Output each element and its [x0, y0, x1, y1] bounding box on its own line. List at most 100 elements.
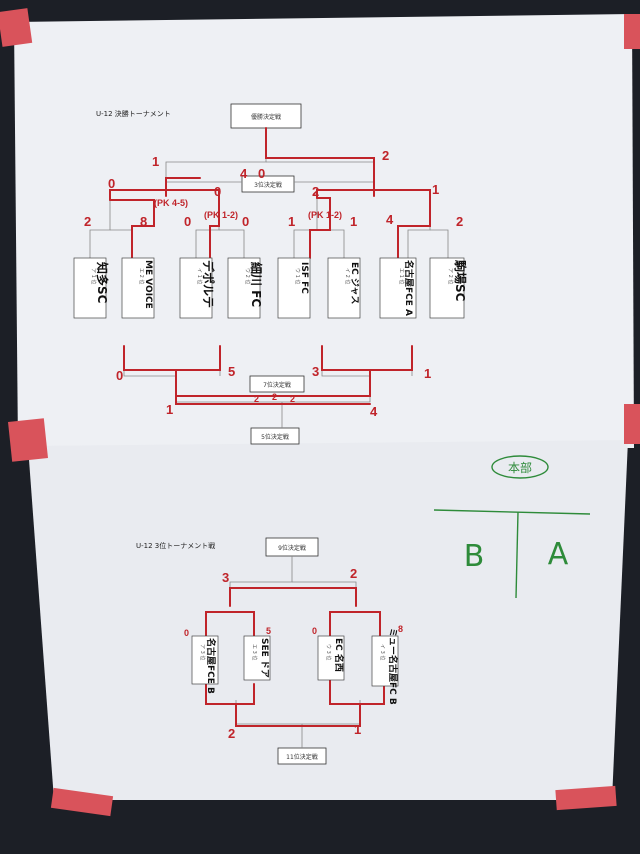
final-extra-score: 4: [240, 166, 248, 181]
final-score-right: 2: [382, 148, 389, 163]
team-name-6: EC ジャス: [349, 262, 360, 304]
r1-score-7: 4: [386, 212, 394, 227]
board-header: 本部: [508, 460, 532, 475]
tape-bottom-right: [555, 785, 617, 811]
board-left: B: [464, 539, 485, 574]
lower-lower-score-left: 2: [228, 726, 235, 741]
sheet2-title: U-12 3位トーナメント戦: [136, 541, 215, 550]
team-box-3: [179, 257, 213, 319]
board-hline: [433, 509, 591, 515]
tape-mid-right: [624, 404, 640, 444]
handwritten-bracket-upper: [109, 127, 431, 405]
seventh-scores: 2 2 2: [254, 392, 295, 404]
tape-top-left: [0, 8, 33, 47]
lower-upper-score-right: 2: [350, 566, 357, 581]
pk-note-2: (PK 1-2): [204, 210, 238, 220]
semi-score-3: 0: [258, 166, 265, 181]
lower-seed-3: ウ 3 位: [325, 644, 332, 660]
seventh-score-1: 2: [254, 394, 259, 404]
seed-8: ア 2 位: [447, 268, 454, 284]
board-vline: [515, 511, 519, 599]
r1-score-2: 8: [140, 214, 147, 229]
lower-team-names: 名古屋FCE B SEE ドア EC 名西 ミュー名古屋FC B: [205, 628, 399, 705]
champion-box: [230, 103, 302, 129]
lower-score-1: 0: [116, 368, 123, 383]
seed-6: イ 2 位: [344, 268, 351, 284]
upper-round1-scores: 2 8 0 0 1 1 4 2: [84, 212, 463, 229]
lower-score-2: 5: [228, 364, 235, 379]
fifth-score-left: 1: [166, 402, 173, 417]
team-box-2: [121, 257, 155, 319]
board-right: A: [548, 537, 569, 572]
sheet1-title: U-12 決勝トーナメント: [96, 109, 171, 118]
upper-semi-scores: 0 0 0 2 1: [108, 166, 439, 199]
lower-score-3: 3: [312, 364, 319, 379]
lower-seed-2: エ 3 位: [251, 644, 258, 660]
tape-top-right: [624, 14, 640, 49]
upper-team-names: 知多SC ME VOICE デポルテ 細川 FC ISF FC EC ジャス 名…: [95, 260, 468, 316]
lower-team-name-2: SEE ドア: [259, 638, 270, 678]
lower-team-box-2: [243, 635, 271, 681]
lower-r1-score-1: 0: [184, 628, 189, 638]
team-box-8: [429, 257, 465, 319]
seed-5: ウ 1 位: [294, 268, 301, 284]
seed-3: イ 1 位: [196, 268, 203, 284]
seed-2: エ 2 位: [138, 268, 145, 284]
team-box-6: [327, 257, 361, 319]
third-box-label: 3位決定戦: [254, 181, 282, 189]
pk-note-3: (PK 1-2): [308, 210, 342, 220]
pk-notes: (PK 4-5) (PK 1-2) (PK 1-2): [154, 198, 342, 220]
seventh-box-label: 7位決定戦: [263, 381, 291, 389]
upper-seed-labels: ア 1 位 エ 2 位 イ 1 位 ウ 2 位 ウ 1 位 イ 2 位 エ 1 …: [90, 268, 454, 284]
r1-score-6: 1: [350, 214, 357, 229]
fifth-place-box: [250, 427, 300, 445]
pk-note-1: (PK 4-5): [154, 198, 188, 208]
lower-team-box-3: [317, 635, 345, 681]
team-name-7: 名古屋FCE A: [403, 260, 415, 316]
team-name-4: 細川 FC: [249, 262, 264, 307]
green-board-note: 本部 B A: [433, 455, 591, 599]
lower-r1-score-4: 8: [398, 624, 403, 634]
lower-r1-score-2: 5: [266, 626, 271, 636]
lower-team-name-3: EC 名西: [333, 638, 345, 672]
final-score-left: 1: [152, 154, 159, 169]
third-place-box: [241, 175, 295, 193]
seventh-score-3: 2: [290, 394, 295, 404]
semi-score-1: 0: [108, 176, 115, 191]
seventh-score-2: 2: [272, 392, 277, 402]
seed-4: ウ 2 位: [244, 268, 251, 284]
team-box-5: [277, 257, 311, 319]
fifth-score-right: 4: [370, 404, 378, 419]
upper-lower-scores: 0 5 3 1: [116, 364, 431, 383]
team-box-7: [379, 257, 417, 319]
lower-team-name-1: 名古屋FCE B: [205, 638, 217, 694]
team-box-1: [73, 257, 107, 319]
lower-seed-1: ア 3 位: [199, 644, 206, 660]
team-name-2: ME VOICE: [143, 260, 153, 309]
r1-score-4: 0: [242, 214, 249, 229]
handwritten-bracket-lower: [205, 587, 385, 727]
lower-team-boxes: [191, 635, 399, 687]
lower-team-box-4: [371, 635, 399, 687]
fifth-box-label: 5位決定戦: [261, 433, 289, 441]
eleventh-box-label: 11位決定戦: [286, 753, 318, 761]
semi-score-5: 1: [432, 182, 439, 197]
lower-upper-score-left: 3: [222, 570, 229, 585]
seventh-place-box: [249, 375, 305, 393]
team-box-4: [227, 257, 261, 319]
ninth-box-label: 9位決定戦: [278, 544, 306, 552]
lower-seed-labels: ア 3 位 エ 3 位 ウ 3 位 イ 3 位: [199, 644, 386, 660]
r1-score-3: 0: [184, 214, 191, 229]
lower-lower-score-right: 1: [354, 722, 361, 737]
r1-score-8: 2: [456, 214, 463, 229]
board-header-circle: [491, 455, 549, 479]
seed-7: エ 1 位: [398, 268, 405, 284]
r1-score-1: 2: [84, 214, 91, 229]
lower-round1-scores: 0 5 0 8: [184, 624, 403, 638]
lower-score-4: 1: [424, 366, 431, 381]
lower-seed-4: イ 3 位: [379, 644, 386, 660]
team-name-8: 駒場SC: [453, 260, 468, 302]
team-name-5: ISF FC: [299, 262, 309, 294]
champion-box-label: 優勝決定戦: [251, 113, 281, 121]
